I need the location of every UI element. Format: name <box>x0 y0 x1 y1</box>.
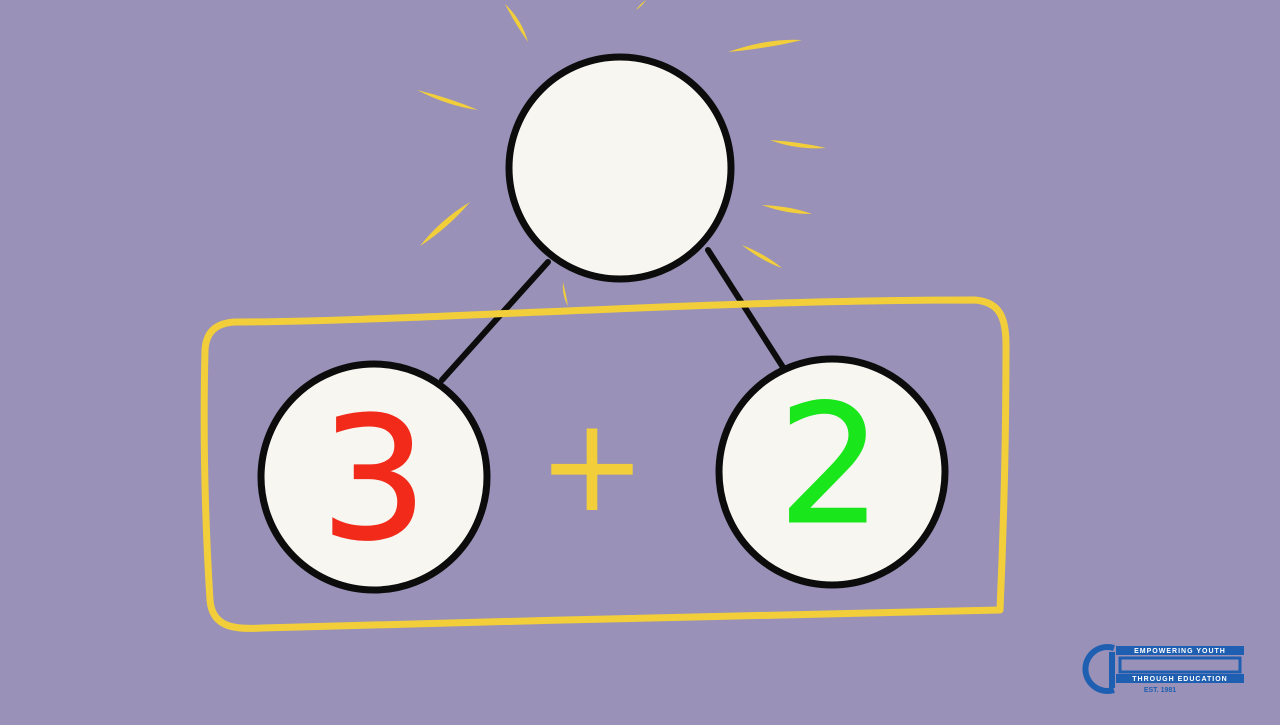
whole-circle <box>505 53 735 283</box>
sparkle-ray <box>420 202 470 246</box>
sparkle-rays <box>417 0 826 306</box>
logo-established: EST. 1981 <box>1144 687 1176 694</box>
part-value-left: 3 <box>320 381 428 579</box>
bond-connectors <box>439 247 798 389</box>
sparkle-ray <box>636 0 646 10</box>
logo-stem-icon <box>1109 652 1115 688</box>
part-value-right: 2 <box>778 369 883 561</box>
logo-bar-top <box>1116 646 1244 655</box>
logo-tagline-top: EMPOWERING YOUTH <box>1134 648 1226 655</box>
sparkle-ray <box>417 90 478 110</box>
whole-node <box>505 53 735 283</box>
part-circle-right <box>715 355 949 589</box>
part-node-left: 3 <box>257 360 491 594</box>
cdse-logo: EMPOWERING YOUTH THROUGH EDUCATION EST. … <box>1082 644 1244 694</box>
part-circle-left <box>257 360 491 594</box>
sparkle-ray <box>770 140 826 149</box>
plus-operator: + <box>538 389 647 541</box>
sparkle-ray <box>742 245 782 268</box>
sparkle-ray <box>728 39 802 52</box>
logo-letters-block <box>1118 656 1242 674</box>
sparkle-ray <box>562 282 568 306</box>
sparkle-ray <box>762 205 812 214</box>
logo-mark-icon <box>1082 644 1115 694</box>
connector-left <box>439 259 551 383</box>
logo-bar-bottom <box>1116 674 1244 683</box>
connector-right <box>705 247 798 389</box>
logo-tagline-bottom: THROUGH EDUCATION <box>1132 676 1227 683</box>
part-node-right: 2 <box>715 355 949 589</box>
sparkle-ray <box>505 4 528 42</box>
parts-highlight-box <box>200 296 1010 632</box>
